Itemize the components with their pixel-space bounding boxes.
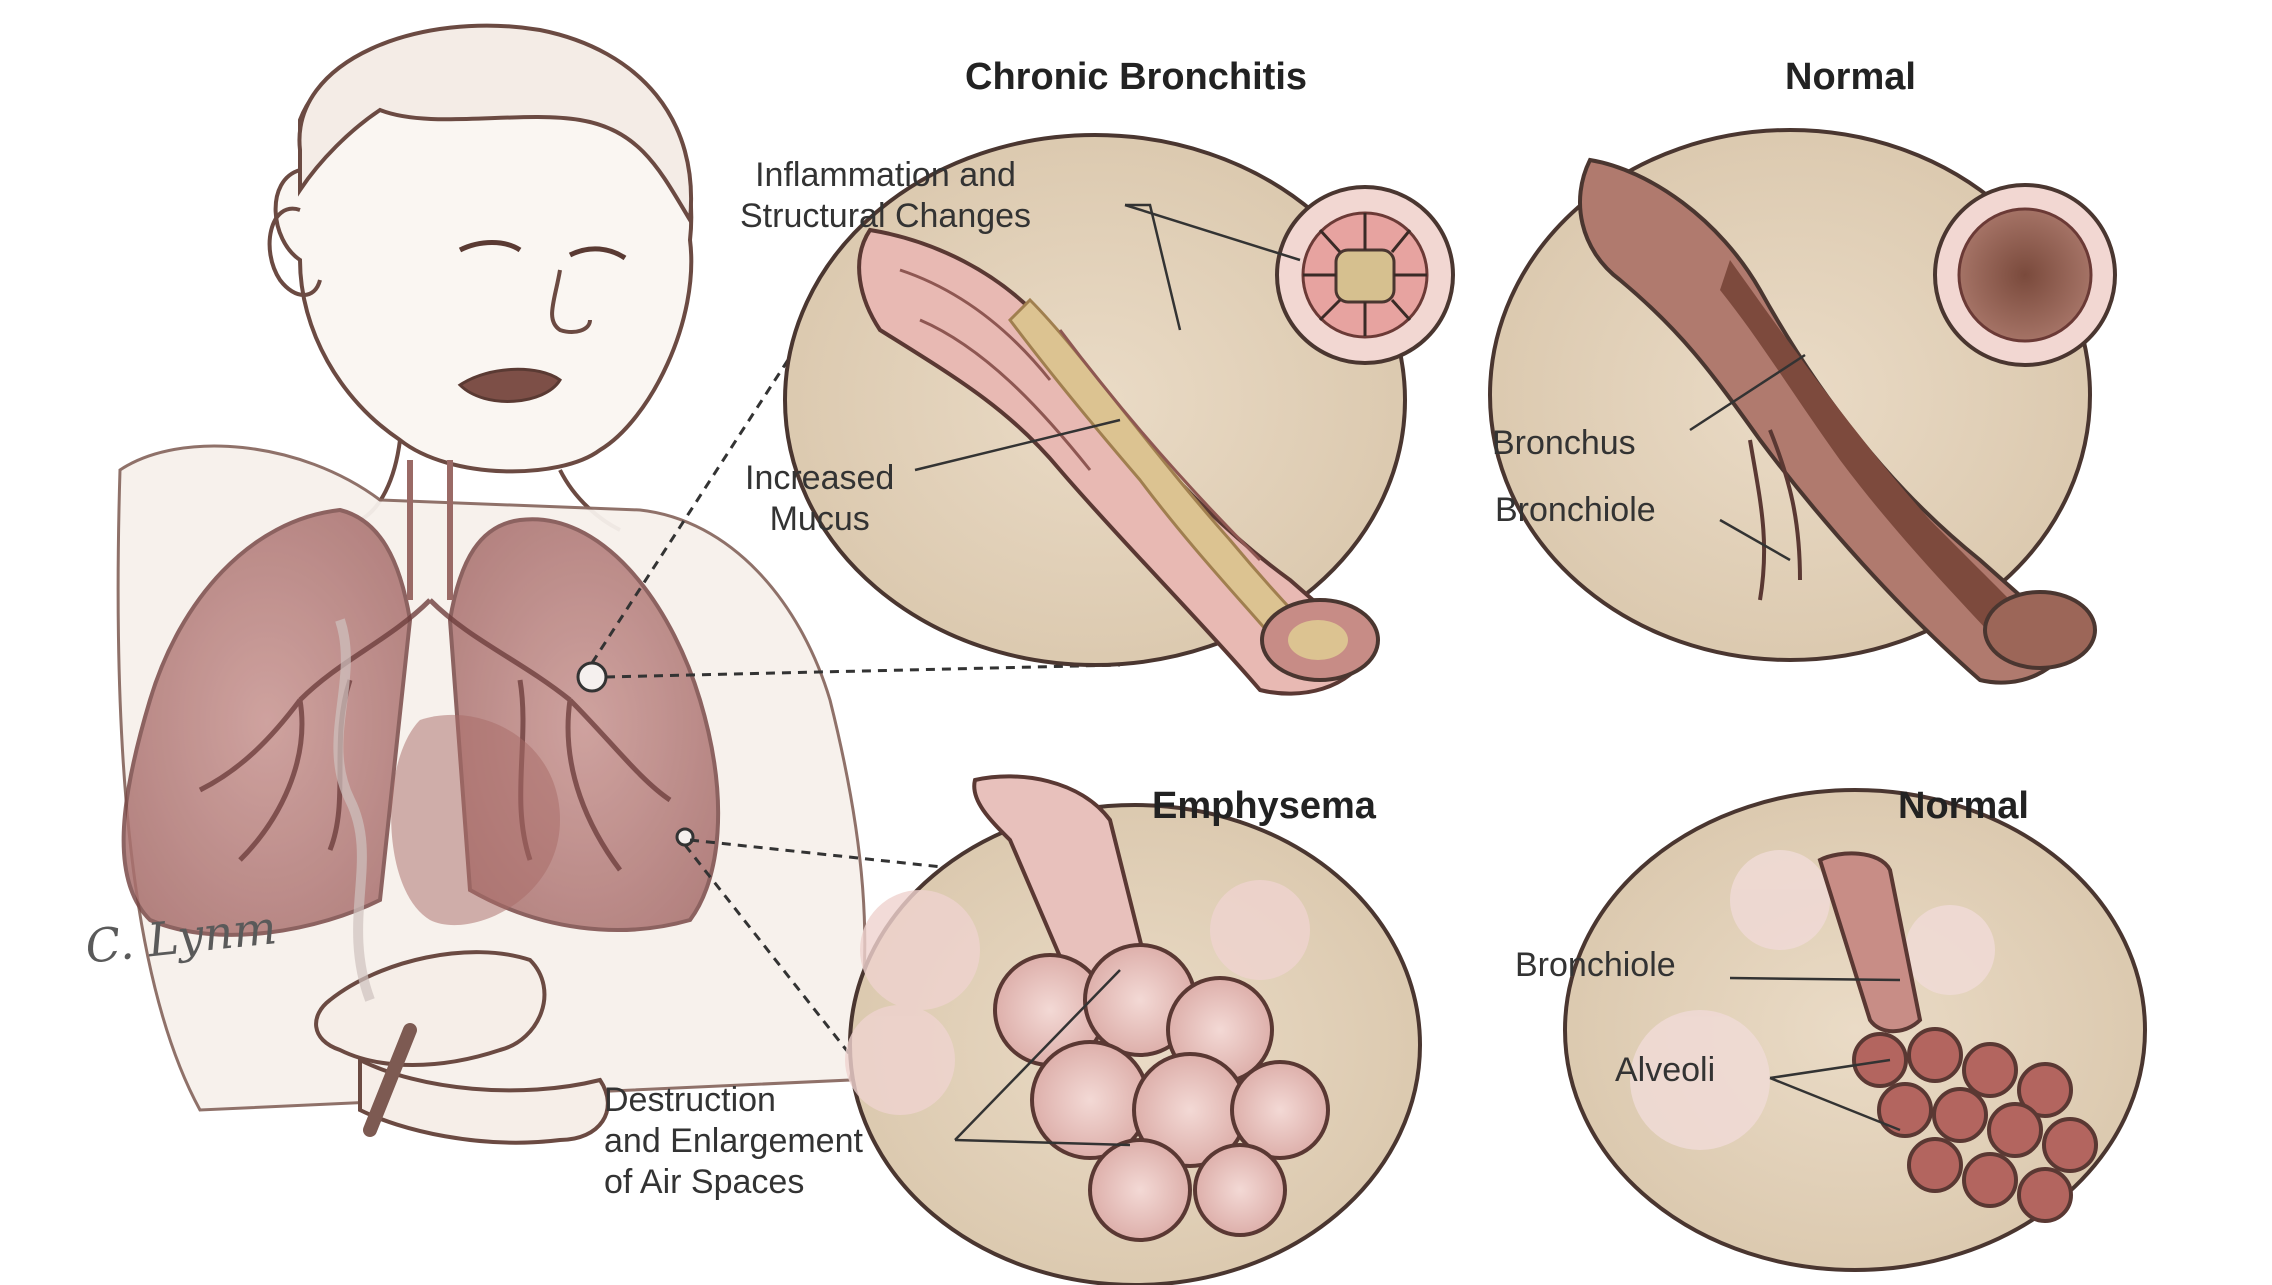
- title-emphysema: Emphysema: [1152, 785, 1376, 828]
- normal-alveoli-panel: [1565, 790, 2145, 1270]
- label-bronchus: Bronchus: [1492, 423, 1636, 464]
- title-normal-bottom: Normal: [1898, 785, 2029, 828]
- normal-bronchus-opening: [1985, 592, 2095, 668]
- mucus-plug: [1288, 620, 1348, 660]
- title-normal-top: Normal: [1785, 56, 1916, 99]
- title-chronic-bronchitis: Chronic Bronchitis: [965, 56, 1307, 99]
- alveoli-spot-marker: [677, 829, 693, 845]
- label-inflammation: Inflammation and Structural Changes: [740, 155, 1031, 237]
- label-destruction: Destruction and Enlargement of Air Space…: [604, 1080, 863, 1203]
- label-bronchiole-top: Bronchiole: [1495, 490, 1656, 531]
- narrowed-lumen: [1336, 250, 1394, 302]
- emphysema-panel: [845, 776, 1420, 1285]
- normal-wide-lumen: [1959, 209, 2091, 341]
- normal-bronchus-panel: [1490, 130, 2115, 683]
- label-increased-mucus: Increased Mucus: [745, 458, 894, 540]
- label-alveoli: Alveoli: [1615, 1050, 1715, 1091]
- bronchus-spot-marker: [578, 663, 606, 691]
- label-bronchiole-bottom: Bronchiole: [1515, 945, 1676, 986]
